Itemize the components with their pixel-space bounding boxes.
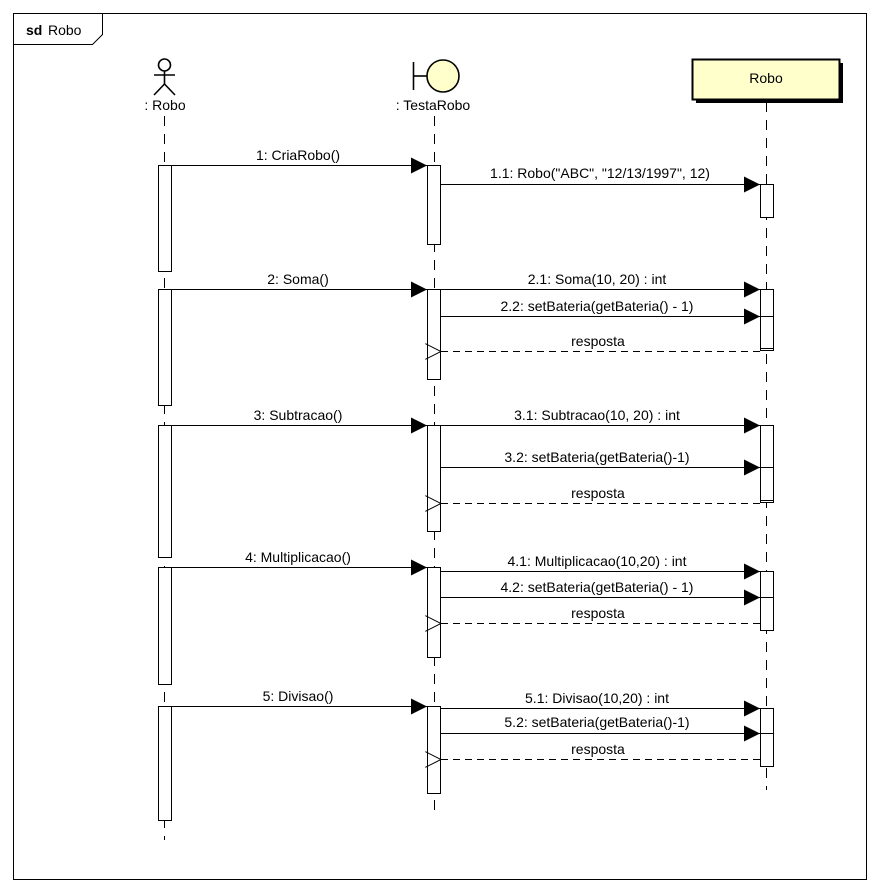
activation-bar: [760, 184, 774, 218]
activation-bar: [427, 289, 441, 380]
reply-label: resposta: [571, 485, 625, 501]
message-label: 4.2: setBateria(getBateria() - 1): [501, 579, 694, 595]
nested-activation-dividers: [760, 316, 774, 734]
activation-bar: [158, 567, 172, 685]
frame-border: [13, 13, 867, 880]
object-box: [691, 58, 841, 101]
activation-bar: [760, 289, 774, 351]
reply-label: resposta: [571, 605, 625, 621]
activation-bar: [158, 706, 172, 821]
activation-bar: [760, 708, 774, 767]
message-label: 3: Subtracao(): [254, 407, 343, 423]
activation-bar: [158, 425, 172, 558]
message-label: 5.2: setBateria(getBateria()-1): [504, 714, 689, 730]
frame-keyword: sd: [26, 22, 42, 38]
object-label: Robo: [749, 70, 783, 86]
frame-name: Robo: [48, 22, 82, 38]
activation-bar: [158, 165, 172, 272]
reply-label: resposta: [571, 741, 625, 757]
object-activations: [760, 184, 774, 767]
activation-bar: [760, 571, 774, 631]
message-label: 5: Divisao(): [263, 688, 334, 704]
actor-icon: [153, 58, 176, 96]
message-label: 1.1: Robo("ABC", "12/13/1997", 12): [490, 165, 710, 181]
activation-bar: [158, 289, 172, 406]
message-label: 2.2: setBateria(getBateria() - 1): [501, 298, 694, 314]
message-label: 3.2: setBateria(getBateria()-1): [504, 449, 689, 465]
boundary-icon: [412, 59, 460, 93]
message-label: 2: Soma(): [267, 271, 328, 287]
message-label: 2.1: Soma(10, 20) : int: [528, 271, 667, 287]
activation-bar: [427, 567, 441, 658]
message-label: 5.1: Divisao(10,20) : int: [525, 690, 669, 706]
activation-bar: [427, 165, 441, 245]
message-label: 4: Multiplicacao(): [245, 549, 351, 565]
activation-bar: [760, 425, 774, 503]
actor-label: : Robo: [144, 97, 185, 113]
frame-tab: [13, 13, 103, 45]
boundary-label: : TestaRobo: [396, 97, 471, 113]
message-label: 1: CriaRobo(): [256, 147, 340, 163]
message-label: 3.1: Subtracao(10, 20) : int: [514, 407, 680, 423]
message-label: 4.1: Multiplicacao(10,20) : int: [508, 553, 687, 569]
activation-bar: [427, 425, 441, 532]
actor-activations: [158, 165, 172, 821]
activation-bar: [427, 706, 441, 794]
messages: 1: CriaRobo() 1.1: Robo("ABC", "12/13/19…: [171, 147, 760, 760]
reply-label: resposta: [571, 333, 625, 349]
